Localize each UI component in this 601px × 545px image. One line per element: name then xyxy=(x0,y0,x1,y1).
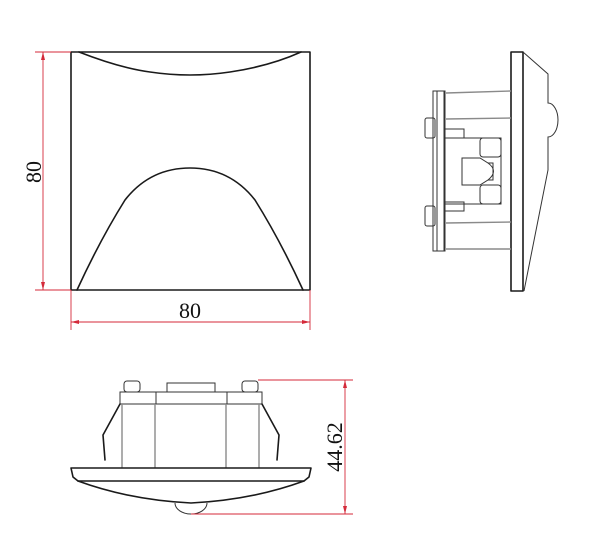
side-back-plate xyxy=(432,90,445,252)
bottom-spring-clip-left xyxy=(102,403,121,461)
dimension-label-bottom-height: 44.62 xyxy=(322,422,347,472)
bottom-top-cap xyxy=(166,382,216,393)
dimension-label-front-height: 80 xyxy=(21,161,46,183)
bottom-screw-left xyxy=(123,380,141,393)
bottom-flange xyxy=(70,467,312,482)
bottom-screw-right xyxy=(241,380,259,393)
side-clip-body xyxy=(443,137,502,205)
side-screw-top xyxy=(424,117,436,139)
side-flange-plate xyxy=(510,51,524,292)
bottom-curved-face xyxy=(77,480,305,504)
side-outer-profile xyxy=(522,51,559,292)
side-screw-bottom xyxy=(424,205,436,227)
side-spring-latch xyxy=(461,157,494,186)
bottom-spring-clip-right xyxy=(261,403,280,461)
dimension-label-front-width: 80 xyxy=(179,298,201,323)
front-top-concave-edge xyxy=(78,51,302,76)
front-housing-outline xyxy=(70,51,311,291)
side-view xyxy=(424,51,559,292)
front-arched-window xyxy=(76,167,304,291)
dimension-bottom-height: 44.62 xyxy=(191,379,353,515)
front-view xyxy=(70,51,311,291)
dimension-front-width: 80 xyxy=(70,290,311,330)
dimension-front-height: 80 xyxy=(21,51,71,291)
bottom-view xyxy=(70,380,312,515)
bottom-dome-lens xyxy=(174,502,208,515)
